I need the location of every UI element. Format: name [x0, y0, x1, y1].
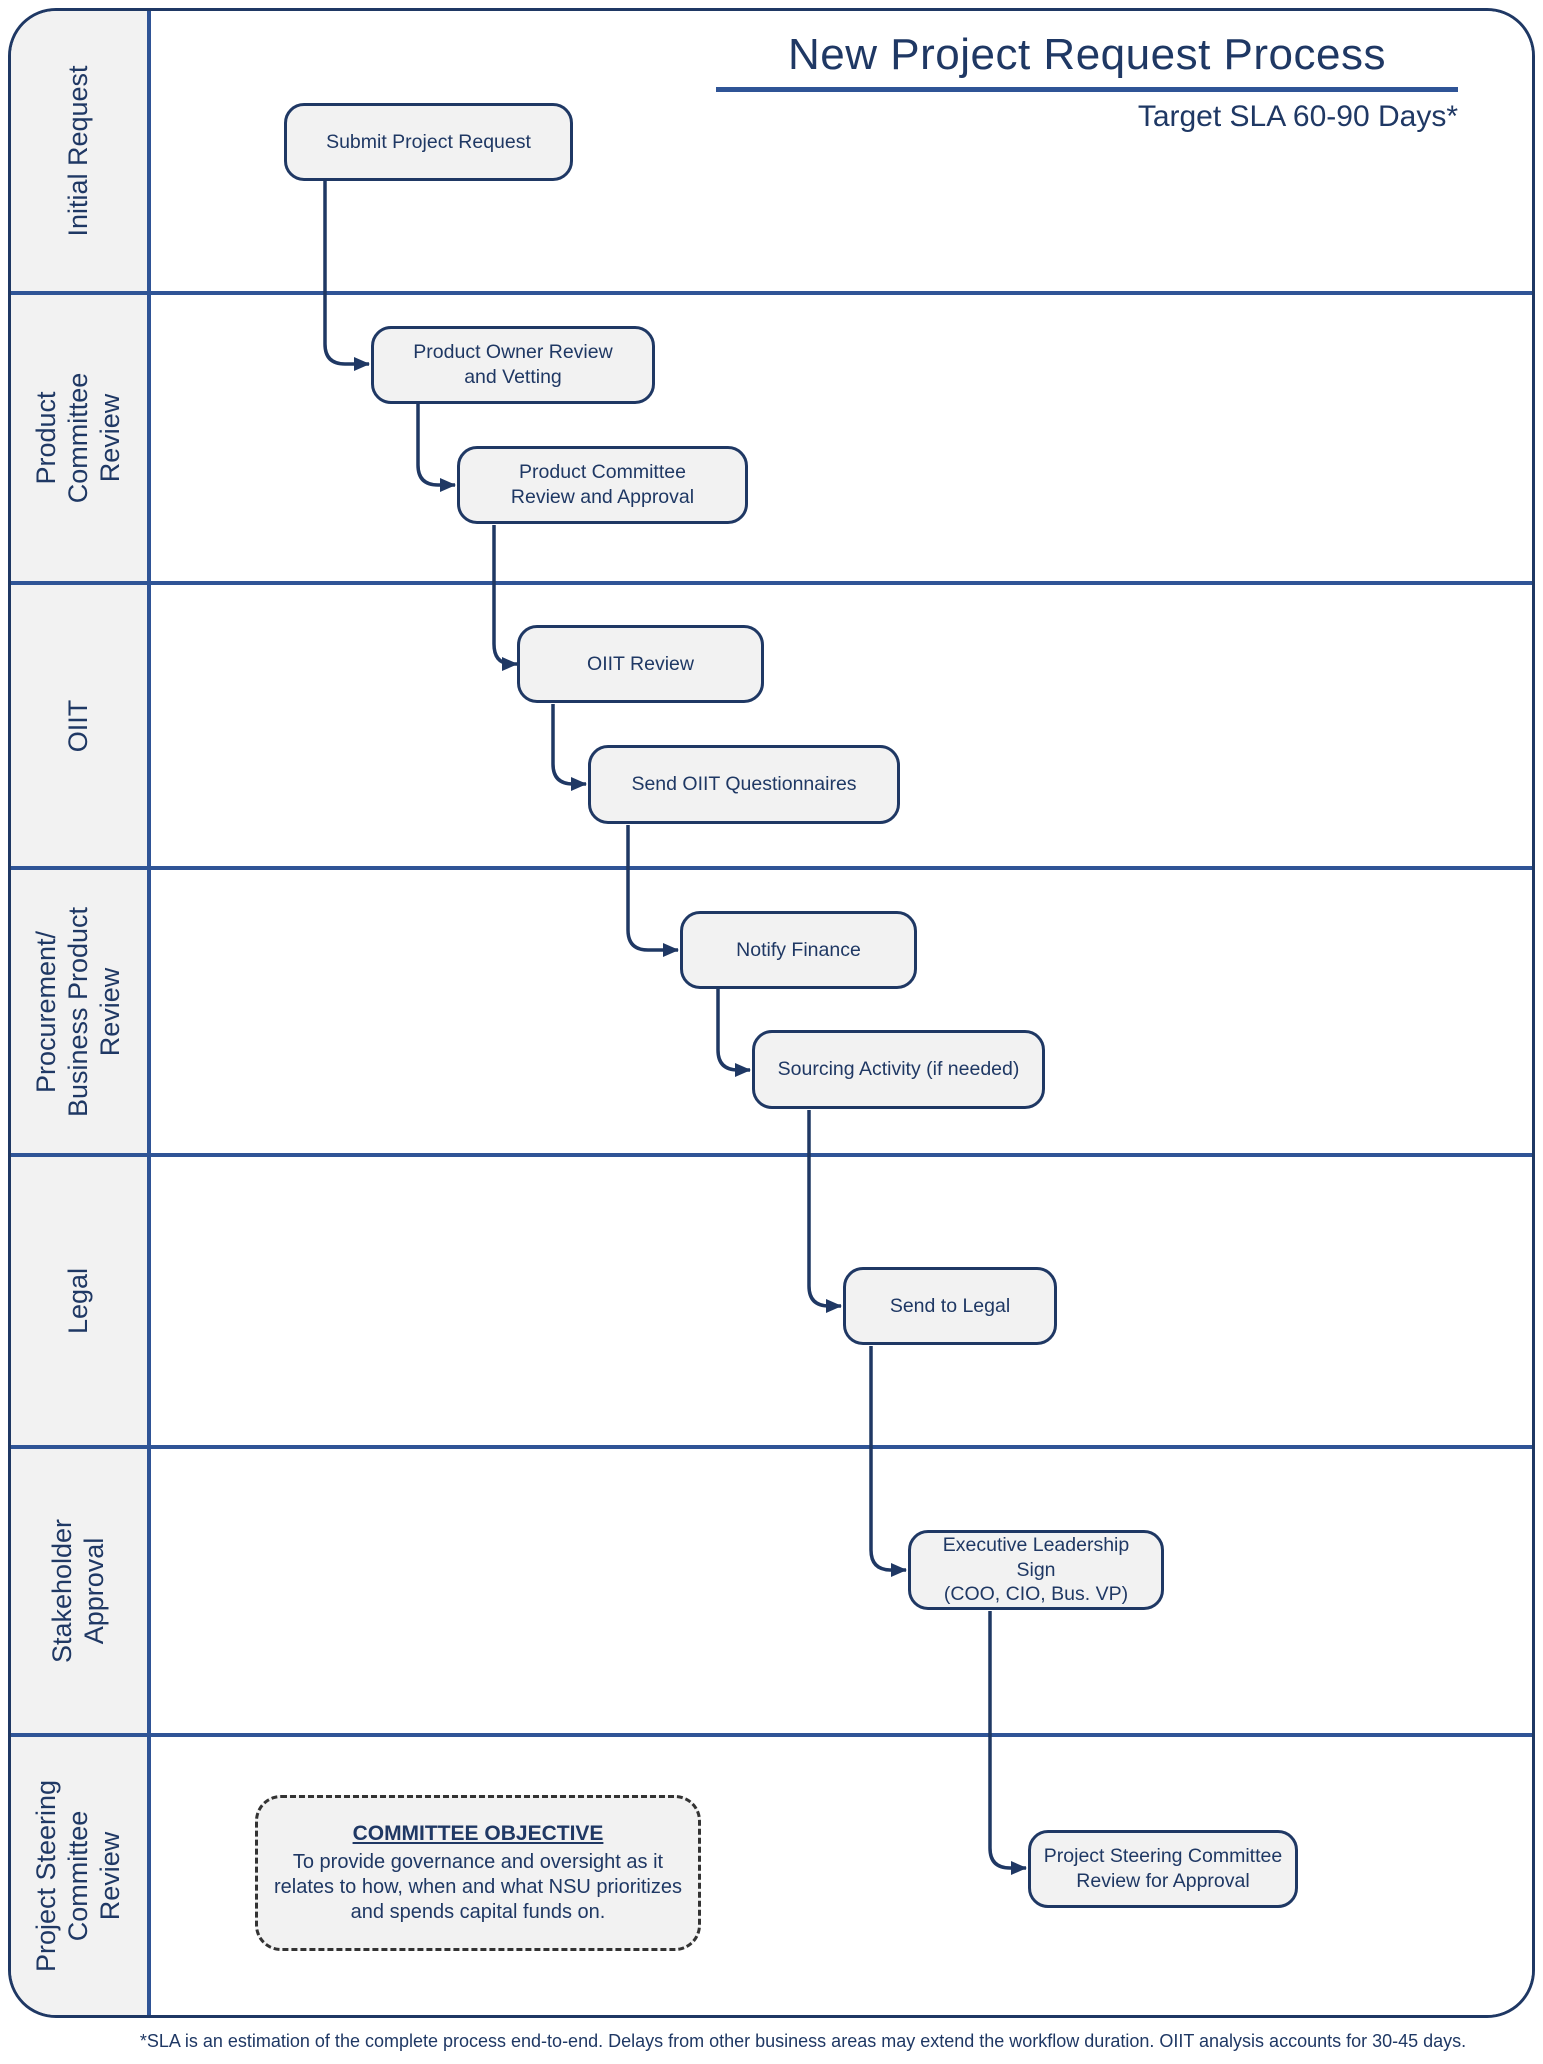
node-executive-leadership-sign: Executive Leadership Sign (COO, CIO, Bus…	[908, 1530, 1164, 1610]
lane-label-text: Product Committee Review	[31, 372, 125, 504]
lane-label-product-committee-review: Product Committee Review	[11, 295, 151, 581]
lane-label-text: Stakeholder Approval	[47, 1518, 109, 1664]
node-send-oiit-questionnaires: Send OIIT Questionnaires	[588, 745, 900, 824]
committee-objective-title: COMMITTEE OBJECTIVE	[352, 1821, 604, 1845]
lane-content	[151, 295, 1532, 581]
node-steering-committee-review: Project Steering Committee Review for Ap…	[1028, 1830, 1298, 1908]
lane-product-committee-review: Product Committee Review	[11, 291, 1532, 581]
lane-stakeholder-approval: Stakeholder Approval	[11, 1445, 1532, 1733]
page-subtitle: Target SLA 60-90 Days*	[1137, 100, 1458, 133]
node-send-to-legal: Send to Legal	[843, 1267, 1057, 1345]
node-submit-project-request: Submit Project Request	[284, 103, 573, 181]
title-underline	[716, 87, 1458, 92]
lane-procurement-business-product-review: Procurement/ Business Product Review	[11, 866, 1532, 1153]
committee-objective-body: To provide governance and oversight as i…	[274, 1850, 682, 1923]
swimlane-frame: Initial Request Product Committee Review…	[8, 8, 1535, 2018]
sla-footnote: *SLA is an estimation of the complete pr…	[139, 2031, 1467, 2051]
lane-label-text: Project Steering Committee Review	[31, 1779, 125, 1973]
committee-objective-box: COMMITTEE OBJECTIVE To provide governanc…	[255, 1795, 701, 1951]
lane-legal: Legal	[11, 1153, 1532, 1445]
title-block: New Project Request Process Target SLA 6…	[716, 30, 1458, 134]
lane-label-initial-request: Initial Request	[11, 11, 151, 291]
node-product-committee-review: Product Committee Review and Approval	[457, 446, 748, 524]
page-title: New Project Request Process	[788, 30, 1386, 79]
node-product-owner-review: Product Owner Review and Vetting	[371, 326, 655, 404]
lane-label-legal: Legal	[11, 1157, 151, 1445]
lane-label-procurement: Procurement/ Business Product Review	[11, 870, 151, 1153]
lane-label-text: Legal	[63, 1267, 94, 1335]
node-notify-finance: Notify Finance	[680, 911, 917, 989]
lane-label-text: OIIT	[63, 699, 94, 752]
lane-project-steering-committee-review: Project Steering Committee Review	[11, 1733, 1532, 2015]
lane-label-stakeholder-approval: Stakeholder Approval	[11, 1449, 151, 1733]
node-sourcing-activity: Sourcing Activity (if needed)	[752, 1030, 1045, 1109]
lane-label-text: Procurement/ Business Product Review	[31, 906, 125, 1117]
lane-label-oiit: OIIT	[11, 585, 151, 866]
lane-label-steering-committee: Project Steering Committee Review	[11, 1737, 151, 2015]
node-oiit-review: OIIT Review	[517, 625, 764, 703]
lane-content	[151, 1449, 1532, 1733]
lane-label-text: Initial Request	[63, 65, 94, 237]
lane-content	[151, 1157, 1532, 1445]
